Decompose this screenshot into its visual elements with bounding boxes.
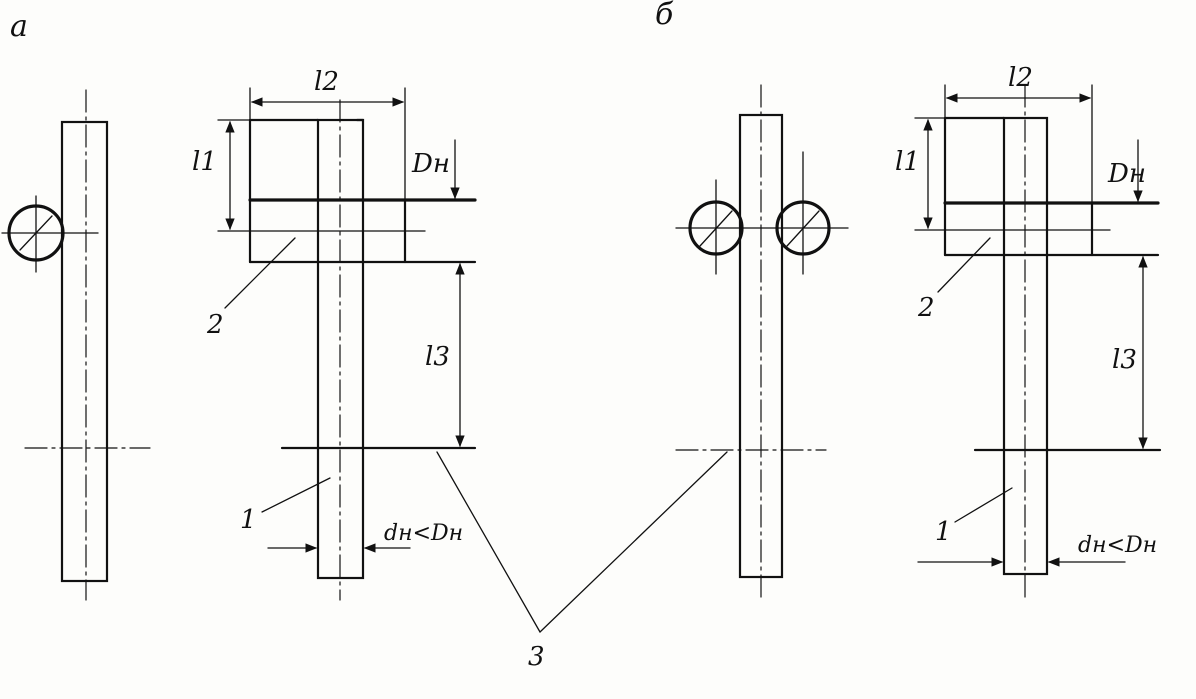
leader-2 xyxy=(224,237,296,309)
l1-label: l1 xyxy=(192,147,217,177)
l2-label: l2 xyxy=(314,67,339,97)
leader-3-left xyxy=(436,451,541,633)
label-1: 1 xyxy=(935,517,952,547)
label-3: 3 xyxy=(528,642,545,672)
leader-3: 3 xyxy=(436,451,728,672)
Dn-label: Dн xyxy=(1107,159,1146,189)
label-2: 2 xyxy=(206,310,224,340)
circle-hatch xyxy=(19,215,53,251)
leader-3-right xyxy=(539,451,728,633)
panel-b-label: б xyxy=(655,0,674,32)
label-1: 1 xyxy=(240,505,257,535)
l1-label: l1 xyxy=(895,147,920,177)
panel-a-front-view: l2 l1 Dн l3 2 1 dн<Dн xyxy=(192,67,477,601)
dn-compare-label: dн<Dн xyxy=(384,521,463,546)
shaft-body xyxy=(1002,116,1049,576)
right-hatch xyxy=(786,210,820,247)
leader-1 xyxy=(954,487,1013,523)
dn-compare-label: dн<Dн xyxy=(1078,533,1157,558)
label-2: 2 xyxy=(917,293,935,323)
Dn-label: Dн xyxy=(411,149,450,179)
panel-a-side-view xyxy=(1,89,151,601)
shaft-body xyxy=(60,120,109,583)
panel-a-label: а xyxy=(10,9,28,44)
l3-label: l3 xyxy=(1112,345,1137,375)
l2-label: l2 xyxy=(1008,63,1033,93)
leader-1 xyxy=(261,477,331,513)
leader-2 xyxy=(937,237,991,293)
shaft-body xyxy=(738,113,784,579)
shaft-body xyxy=(316,118,365,580)
panel-b-side-view xyxy=(675,84,849,601)
panel-b-front-view: l2 l1 Dн l3 2 1 dн<Dн xyxy=(895,63,1162,601)
l3-label: l3 xyxy=(425,342,450,372)
left-hatch xyxy=(699,210,733,247)
